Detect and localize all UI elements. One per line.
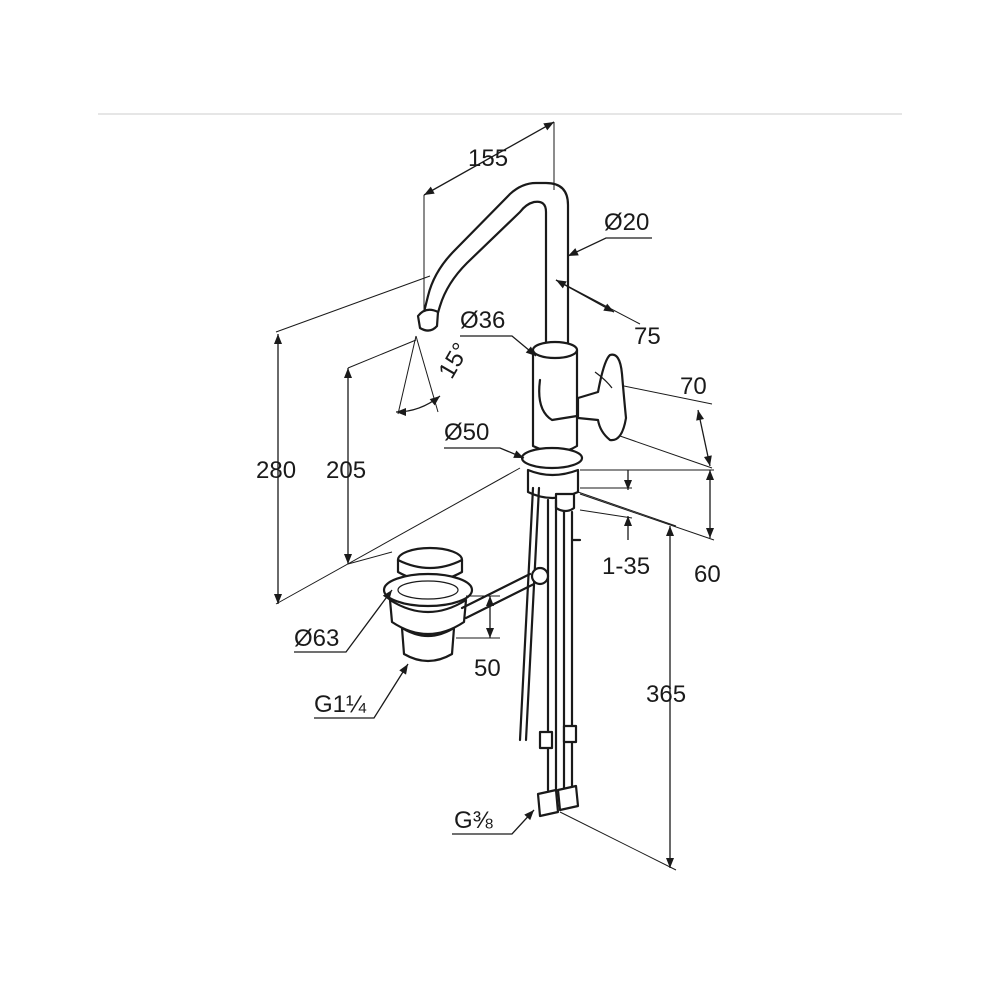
label-205: 205 xyxy=(326,457,366,484)
fixing-nut xyxy=(554,492,576,513)
label-dia-50: Ø50 xyxy=(444,419,489,446)
lever-groove xyxy=(594,371,613,389)
label-dia-20: Ø20 xyxy=(604,209,649,236)
label-155: 155 xyxy=(468,145,508,172)
label-15-deg: 15° xyxy=(433,338,475,383)
fixing-rod xyxy=(518,486,582,742)
label-50: 50 xyxy=(474,655,501,682)
waste-rod-clevis xyxy=(530,566,550,586)
connector-nut-right xyxy=(556,784,580,812)
label-dia-63: Ø63 xyxy=(294,625,339,652)
dimension-labels: 155 Ø20 75 Ø36 15° 70 Ø50 280 205 1-35 6… xyxy=(256,145,721,834)
dimension-lines xyxy=(274,121,715,871)
popup-waste xyxy=(382,546,550,663)
connector-nut-left xyxy=(536,788,560,818)
spout-inner xyxy=(432,200,548,348)
base-plate xyxy=(520,446,584,470)
faucet xyxy=(416,181,628,818)
hose-right xyxy=(562,510,574,792)
waste-tail xyxy=(400,626,456,663)
lever-handle xyxy=(576,353,628,442)
label-70: 70 xyxy=(680,373,707,400)
label-75: 75 xyxy=(634,323,661,350)
waste-flange-inner xyxy=(397,580,459,600)
body-top-ring xyxy=(531,340,579,360)
label-365: 365 xyxy=(646,681,686,708)
label-dia-36: Ø36 xyxy=(460,307,505,334)
label-g3-8: G⅜ xyxy=(454,807,494,834)
hose-clip-a xyxy=(538,730,554,750)
aerator xyxy=(416,308,440,332)
label-280: 280 xyxy=(256,457,296,484)
body-cartridge xyxy=(538,378,579,422)
waste-rod xyxy=(460,572,536,620)
label-1-35: 1-35 xyxy=(602,553,650,580)
label-60: 60 xyxy=(694,561,721,588)
label-g1-1-4: G1¼ xyxy=(314,691,367,718)
waste-flange xyxy=(382,572,474,608)
hose-clip-b xyxy=(562,724,578,744)
